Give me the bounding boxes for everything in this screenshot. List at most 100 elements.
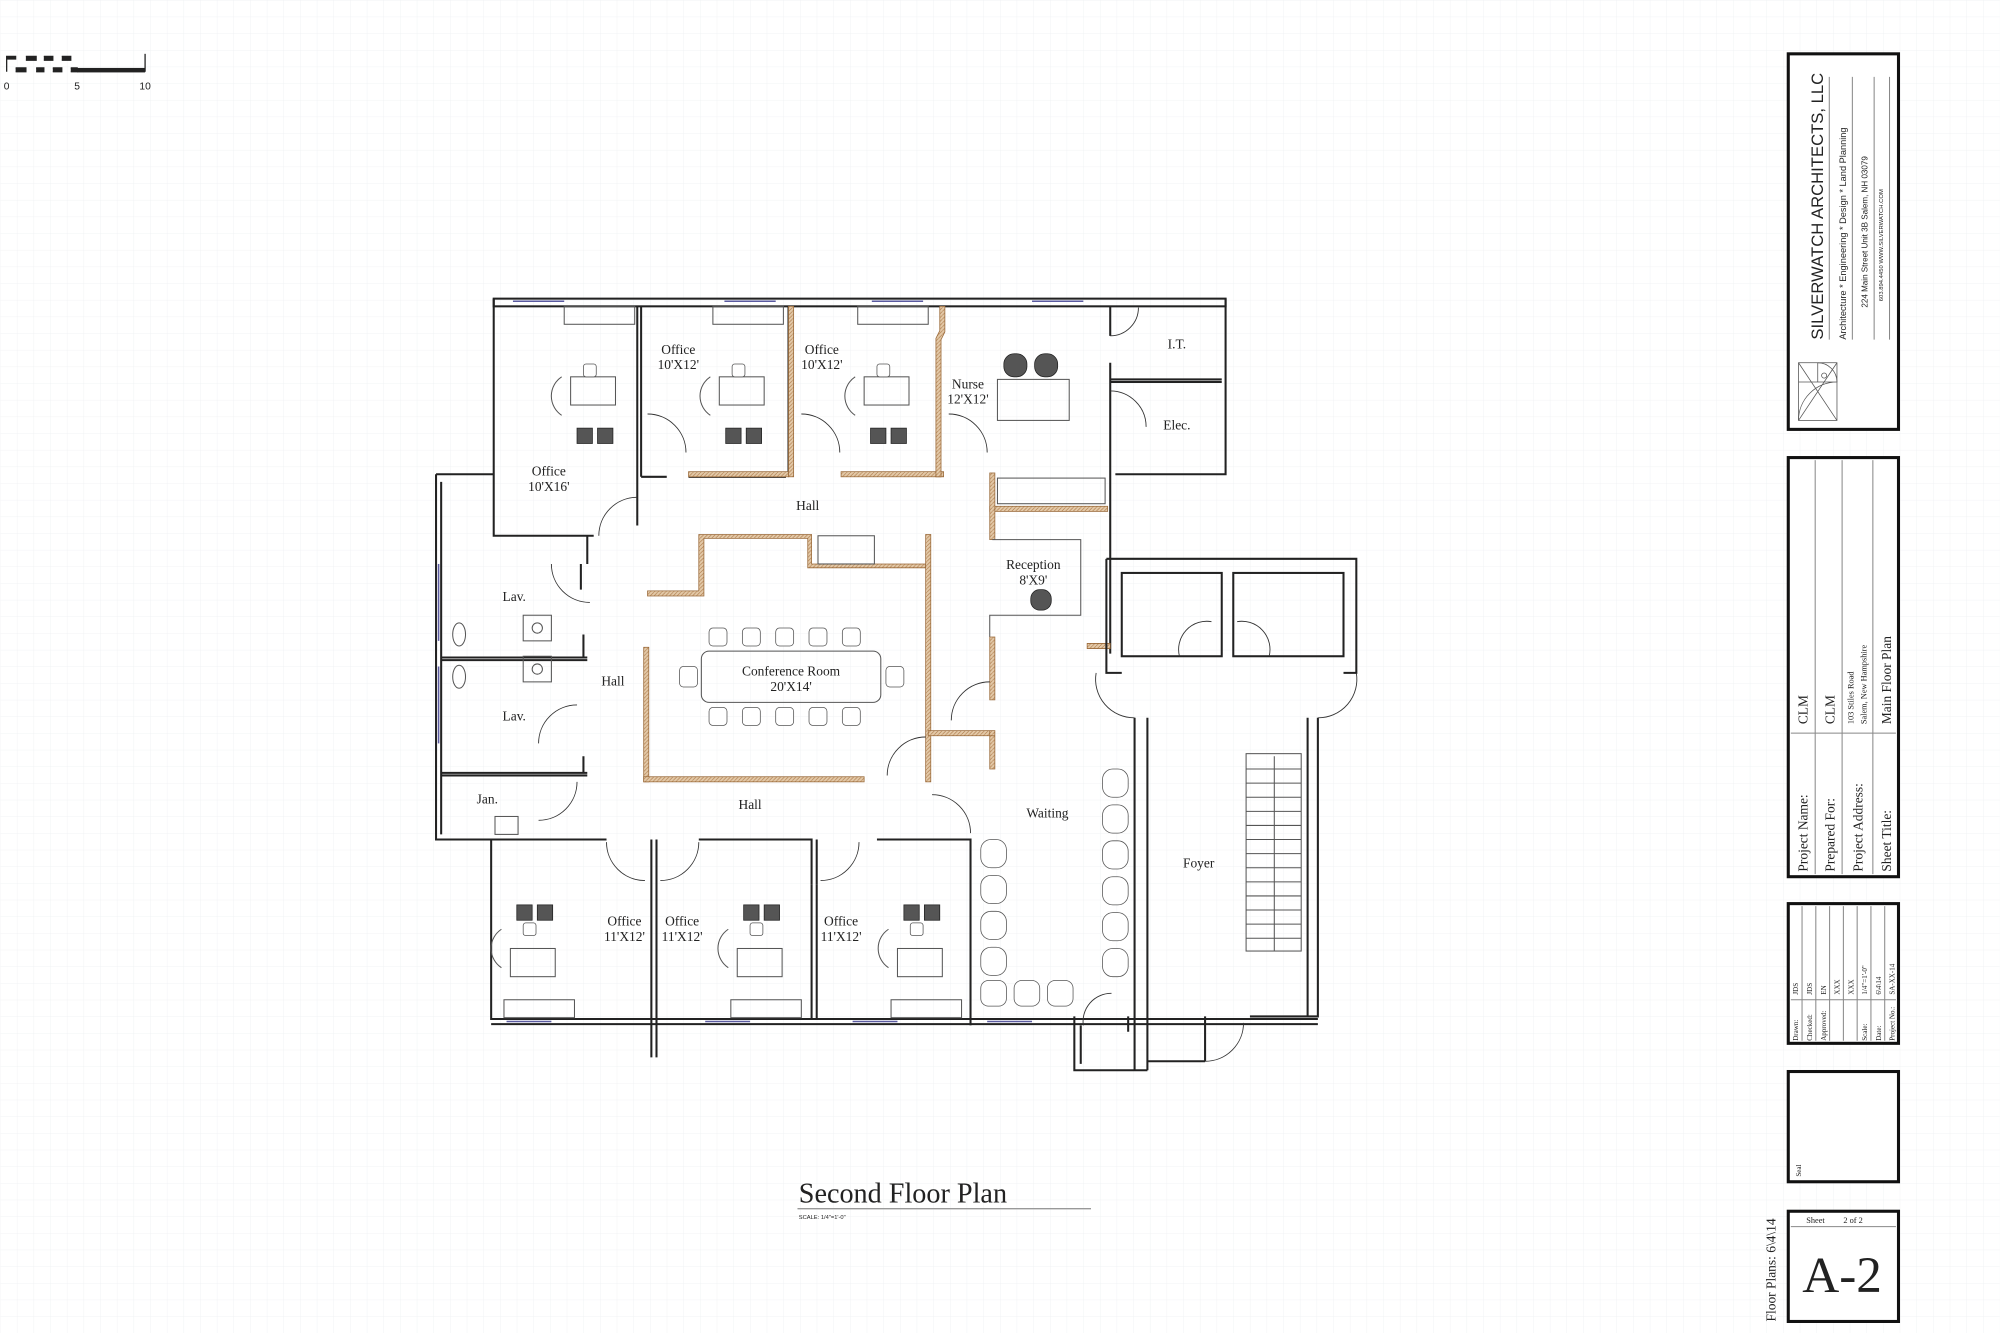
room-label-it: I.T. bbox=[1168, 337, 1186, 352]
furniture bbox=[452, 305, 1129, 1019]
shaft-room-2 bbox=[1232, 571, 1345, 658]
room-size-office-n2: 10'X12' bbox=[801, 357, 842, 372]
nurse-desk bbox=[996, 378, 1070, 421]
prepared-for-value: CLM bbox=[1822, 695, 1837, 724]
hatched-wall-office-n2-side bbox=[788, 305, 795, 478]
waiting-chair bbox=[980, 910, 1007, 940]
waiting-chair bbox=[1102, 840, 1129, 870]
info-label: Drawn: bbox=[1792, 1020, 1800, 1041]
room-size-office-nw: 10'X16' bbox=[528, 479, 569, 494]
nurse-cabinet bbox=[996, 477, 1106, 505]
guest-chair bbox=[597, 427, 614, 444]
bookshelf bbox=[563, 305, 636, 325]
stair-treads bbox=[1246, 768, 1302, 939]
firm-address: 224 Main Street Unit 3B Salem, NH 03079 bbox=[1861, 156, 1870, 308]
guest-chair bbox=[1003, 353, 1028, 378]
firm-name: SILVERWATCH ARCHITECTS, LLC bbox=[1808, 73, 1827, 340]
conference-hatched-walls bbox=[647, 534, 927, 597]
project-address-line2: Salem, New Hampshire bbox=[1859, 645, 1868, 725]
prepared-for-label: Prepared For: bbox=[1822, 798, 1837, 872]
sheet-title-value: Main Floor Plan bbox=[1879, 636, 1894, 724]
room-label-office-n1: Office bbox=[661, 342, 695, 357]
waiting-chair bbox=[1047, 980, 1074, 1007]
room-labels: Office 10'X16' Office 10'X12' Office 10'… bbox=[477, 337, 1215, 944]
desk-chair bbox=[583, 363, 597, 378]
desk bbox=[736, 947, 783, 978]
info-value: EN bbox=[1820, 985, 1828, 994]
room-label-office-n2: Office bbox=[805, 342, 839, 357]
room-size-conference: 20'X14' bbox=[770, 679, 811, 694]
info-value: 6\4\14 bbox=[1875, 976, 1883, 994]
guest-chair bbox=[763, 904, 780, 921]
room-label-lav-1: Lav. bbox=[503, 589, 526, 604]
it-elec-walls bbox=[1109, 298, 1227, 654]
info-label: Scale: bbox=[1861, 1024, 1869, 1041]
conference-chair bbox=[841, 627, 861, 647]
reception-counter bbox=[989, 539, 1082, 638]
conference-chair bbox=[708, 707, 728, 726]
desk-return bbox=[844, 376, 856, 416]
east-shaft-walls bbox=[1105, 557, 1358, 674]
toilet bbox=[452, 664, 467, 689]
sheet-title-label: Sheet Title: bbox=[1879, 810, 1894, 872]
waiting-chair bbox=[1102, 876, 1129, 906]
room-label-office-s2: Office bbox=[665, 913, 699, 928]
foyer-walls bbox=[1133, 717, 1319, 1071]
hatched-wall-nurse-side bbox=[989, 472, 996, 540]
conference-chair bbox=[885, 666, 905, 688]
project-name-label: Project Name: bbox=[1795, 794, 1810, 871]
credenza bbox=[817, 535, 875, 565]
conference-chair bbox=[741, 707, 761, 726]
waiting-chair bbox=[980, 839, 1007, 869]
guest-chair bbox=[870, 427, 887, 444]
lav-block-walls bbox=[435, 473, 589, 841]
room-label-foyer: Foyer bbox=[1183, 856, 1215, 871]
info-label: Checked: bbox=[1806, 1014, 1814, 1041]
bookshelf bbox=[890, 999, 963, 1019]
windows bbox=[437, 300, 1084, 1023]
hatched-wall-office-n1 bbox=[688, 471, 789, 478]
door-swings bbox=[538, 307, 1358, 1062]
conference-chair bbox=[708, 627, 728, 647]
room-label-office-nw: Office bbox=[532, 464, 566, 479]
project-name-value: CLM bbox=[1795, 695, 1810, 724]
desk-return bbox=[699, 376, 711, 416]
room-label-reception: Reception bbox=[1006, 557, 1061, 572]
conference-chair bbox=[841, 707, 861, 726]
stair bbox=[1245, 753, 1302, 952]
reception-chair bbox=[1030, 589, 1052, 611]
info-label: Project No.: bbox=[1889, 1007, 1897, 1041]
reception-hatch bbox=[927, 636, 1111, 770]
scale-tick-10: 10 bbox=[139, 82, 151, 93]
sheet-count: 2 of 2 bbox=[1843, 1216, 1862, 1225]
hatched-wall-nurse-bottom bbox=[989, 505, 1109, 512]
sheet-number: A-2 bbox=[1802, 1247, 1882, 1304]
info-label: Date: bbox=[1875, 1025, 1883, 1040]
guest-chair bbox=[576, 427, 593, 444]
desk bbox=[896, 947, 943, 978]
mop-sink bbox=[494, 815, 519, 835]
plan-walls bbox=[435, 297, 1358, 1072]
room-size-office-s3: 11'X12' bbox=[821, 929, 862, 944]
scale-tick-5: 5 bbox=[74, 82, 80, 93]
conference-table bbox=[700, 650, 882, 703]
room-label-waiting: Waiting bbox=[1026, 806, 1068, 821]
guest-chair bbox=[923, 904, 941, 921]
conference-hatch-right bbox=[925, 534, 932, 783]
guest-chair bbox=[745, 427, 762, 444]
info-value: JDS bbox=[1792, 983, 1800, 995]
info-value: XXX bbox=[1834, 979, 1842, 994]
room-label-office-s1: Office bbox=[607, 913, 641, 928]
room-size-nurse: 12'X12' bbox=[947, 392, 988, 407]
bookshelf bbox=[712, 305, 784, 325]
room-label-hall-west: Hall bbox=[601, 674, 624, 689]
sink bbox=[531, 622, 543, 634]
sheet-label: Sheet bbox=[1806, 1216, 1825, 1225]
room-label-elec: Elec. bbox=[1163, 417, 1190, 432]
bookshelf bbox=[857, 305, 929, 325]
waiting-chair bbox=[1102, 912, 1129, 942]
firm-services: Architecture * Engineering * Design * La… bbox=[1838, 127, 1848, 339]
graphic-scale-bar: 0 5 10 bbox=[4, 53, 151, 93]
plan-scale-note: SCALE: 1/4"=1'-0" bbox=[799, 1215, 846, 1221]
